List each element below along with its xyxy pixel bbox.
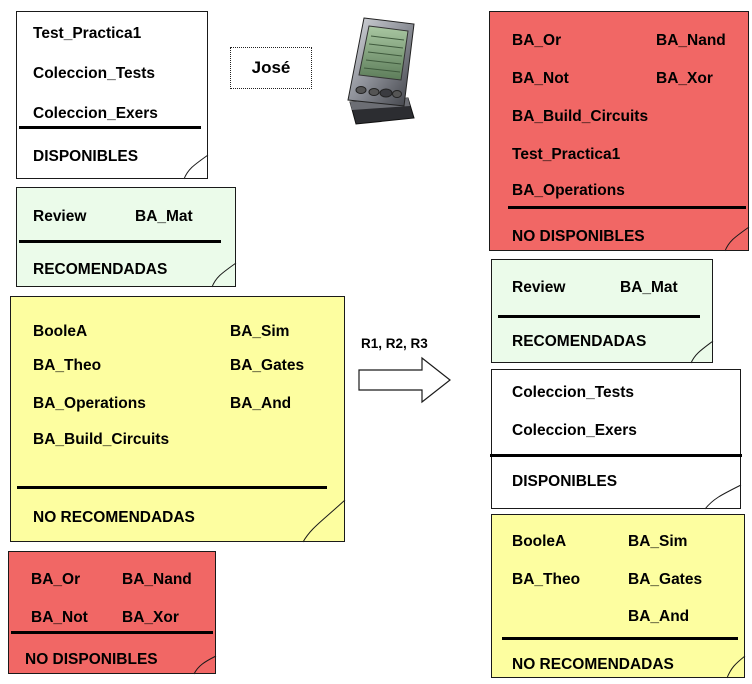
- note-after-recomendadas: Review BA_Mat RECOMENDADAS: [491, 259, 713, 363]
- item-label: BA_Operations: [33, 395, 146, 412]
- note-after-disponibles: Coleccion_Tests Coleccion_Exers DISPONIB…: [490, 369, 742, 509]
- item-label: BA_Xor: [122, 609, 179, 626]
- user-name-box: José: [230, 47, 312, 89]
- item-label: Review: [512, 279, 566, 296]
- note-caption: NO RECOMENDADAS: [512, 656, 674, 673]
- note-after-no-recomendadas: BooleA BA_Sim BA_Theo BA_Gates BA_And NO…: [491, 514, 745, 678]
- item-label: BA_Gates: [628, 571, 703, 588]
- folded-corner: [726, 655, 746, 679]
- right-arrow-icon: [358, 356, 451, 404]
- note-before-recomendadas: Review BA_Mat RECOMENDADAS: [16, 187, 236, 287]
- separator: [498, 315, 700, 318]
- item-label: BA_Nand: [656, 32, 726, 49]
- note-caption: RECOMENDADAS: [33, 261, 168, 278]
- separator: [490, 454, 742, 457]
- item-label: BA_Mat: [620, 279, 678, 296]
- arrow-label: R1, R2, R3: [361, 336, 428, 351]
- folded-corner: [690, 340, 714, 364]
- note-before-no-recomendadas: BooleA BA_Sim BA_Theo BA_Gates BA_Operat…: [10, 296, 345, 542]
- item-label: BA_Sim: [628, 533, 688, 550]
- note-before-no-disponibles: BA_Or BA_Nand BA_Not BA_Xor NO DISPONIBL…: [8, 551, 216, 674]
- item-label: BA_Or: [31, 571, 81, 588]
- item-label: BA_Theo: [33, 357, 102, 374]
- pda-device-icon: [347, 17, 415, 125]
- note-after-no-disponibles: BA_Or BA_Nand BA_Not BA_Xor BA_Build_Cir…: [489, 11, 749, 251]
- folded-corner: [704, 484, 742, 510]
- note-caption: NO DISPONIBLES: [25, 651, 158, 668]
- separator: [502, 637, 738, 640]
- item-label: BA_Gates: [230, 357, 305, 374]
- separator: [17, 486, 327, 489]
- item-label: Test_Practica1: [33, 25, 142, 42]
- item-label: BA_Mat: [135, 208, 193, 225]
- folded-corner: [183, 154, 209, 180]
- item-label: BA_Not: [512, 70, 569, 87]
- note-caption: NO RECOMENDADAS: [33, 509, 195, 526]
- note-before-disponibles: Test_Practica1 Coleccion_Tests Coleccion…: [16, 11, 208, 179]
- note-caption: DISPONIBLES: [512, 473, 618, 490]
- item-label: Test_Practica1: [512, 146, 621, 163]
- separator: [19, 126, 201, 129]
- item-label: BA_Xor: [656, 70, 713, 87]
- item-label: BA_Operations: [512, 182, 625, 199]
- separator: [11, 631, 213, 634]
- note-caption: NO DISPONIBLES: [512, 228, 645, 245]
- item-label: BA_Theo: [512, 571, 581, 588]
- folded-corner: [302, 499, 346, 543]
- item-label: BA_Or: [512, 32, 562, 49]
- item-label: BA_Nand: [122, 571, 192, 588]
- folded-corner: [211, 262, 237, 288]
- item-label: BooleA: [33, 323, 88, 340]
- item-label: Coleccion_Tests: [33, 65, 156, 82]
- item-label: Coleccion_Exers: [512, 422, 637, 439]
- item-label: Coleccion_Tests: [512, 384, 635, 401]
- folded-corner: [193, 655, 217, 675]
- note-caption: RECOMENDADAS: [512, 333, 647, 350]
- item-label: BA_And: [628, 608, 690, 625]
- item-label: Review: [33, 208, 87, 225]
- item-label: BA_Not: [31, 609, 88, 626]
- note-caption: DISPONIBLES: [33, 148, 139, 165]
- folded-corner: [724, 226, 750, 252]
- separator: [19, 240, 221, 243]
- item-label: BooleA: [512, 533, 567, 550]
- item-label: BA_Sim: [230, 323, 290, 340]
- item-label: BA_And: [230, 395, 292, 412]
- separator: [508, 206, 746, 209]
- item-label: Coleccion_Exers: [33, 105, 158, 122]
- item-label: BA_Build_Circuits: [33, 431, 170, 448]
- item-label: BA_Build_Circuits: [512, 108, 649, 125]
